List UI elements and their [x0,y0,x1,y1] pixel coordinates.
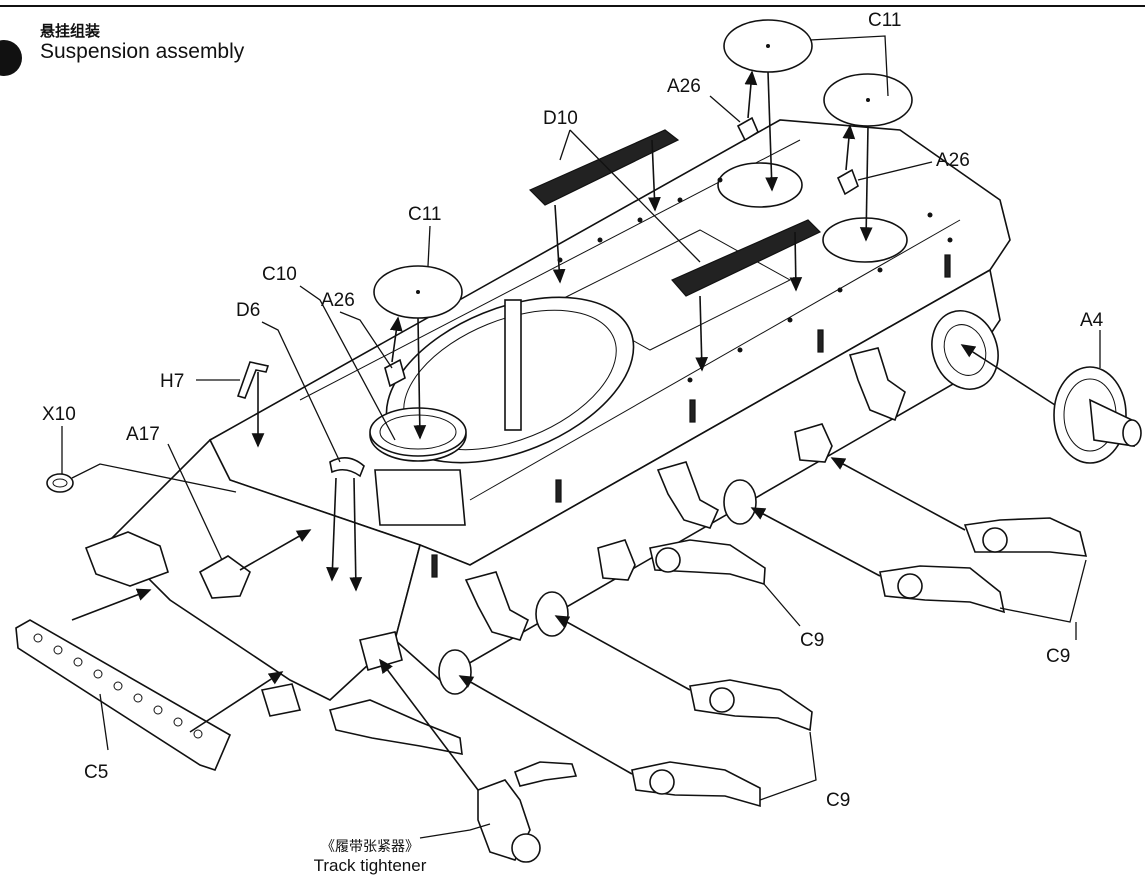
part-a4 [1053,366,1142,464]
part-c9-arm-3 [689,679,813,732]
track-tightener [328,631,578,863]
part-x10 [46,473,74,493]
step-title-zh: 悬挂组装 [40,22,101,40]
front-fitting [84,531,169,587]
label-c5: C5 [84,762,108,783]
part-h7 [236,361,270,399]
track-tightener-note: 《履带张紧器》 Track tightener [280,838,460,876]
label-c10: C10 [262,264,297,285]
label-c9-a: C9 [800,630,824,651]
part-c11-top [723,19,813,73]
step-title-en: Suspension assembly [40,40,245,63]
label-a26-top-right: A26 [936,150,970,171]
label-a4: A4 [1080,310,1104,331]
track-tightener-label-en: Track tightener [313,856,427,875]
label-d6: D6 [236,300,260,321]
part-c5 [15,619,232,771]
part-c11-right [823,73,913,127]
label-x10: X10 [42,404,76,425]
label-a26-top-left: A26 [667,76,701,97]
part-a26-top-right [836,168,859,196]
part-d10-left [528,129,680,206]
leader-lines [61,35,1101,839]
part-d6 [329,457,365,478]
part-c9-arm-2 [879,565,1006,614]
step-number-badge [0,40,22,76]
part-c9-arm-1 [963,517,1088,557]
front-fitting-2 [260,683,302,717]
label-d10: D10 [543,108,578,129]
part-a17 [198,555,251,599]
track-tightener-label-zh: 《履带张紧器》 [321,839,419,855]
label-a26-mid: A26 [321,290,355,311]
part-a26-mid [384,358,406,388]
step-title: 悬挂组装 Suspension assembly [40,22,244,64]
label-c11-mid: C11 [408,204,441,225]
part-d10-right [671,219,822,297]
part-c11-mid [373,265,463,319]
label-c11-top: C11 [868,10,901,31]
part-c9-arm-4 [631,761,761,808]
part-c9-arm-5 [649,539,766,586]
part-a26-top-left [736,116,760,142]
bump-stops [438,347,906,695]
label-c9-c: C9 [826,790,850,811]
label-c9-b: C9 [1046,646,1070,667]
label-h7: H7 [160,371,184,392]
label-a17: A17 [126,424,160,445]
